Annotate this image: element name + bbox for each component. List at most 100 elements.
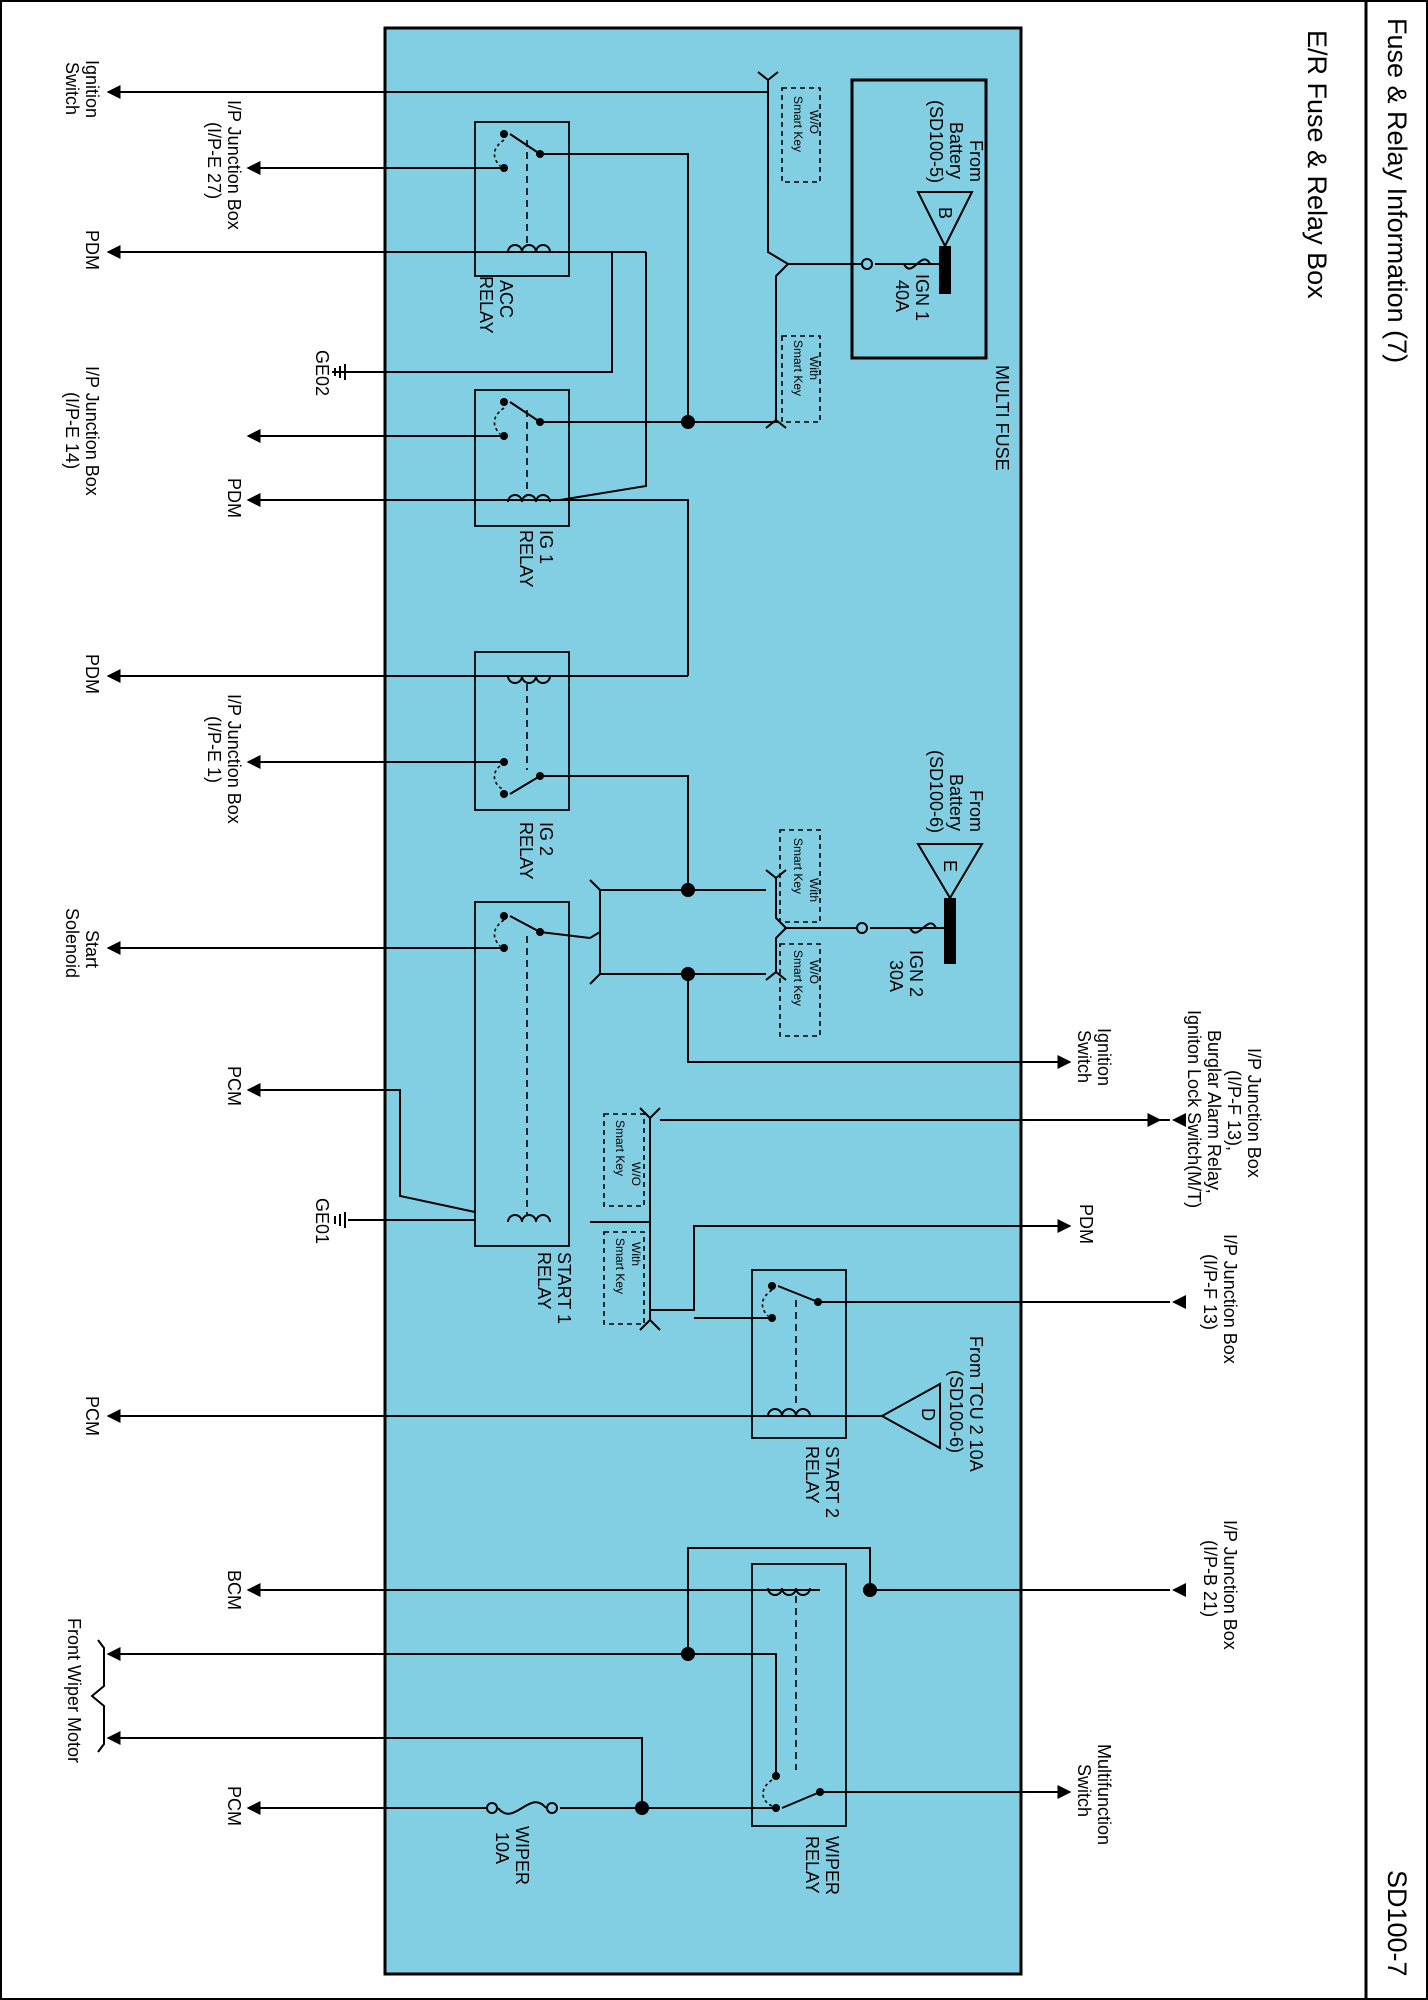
start-solenoid-2: Solenoid [62,908,82,978]
front-wiper-motor-brace [90,1639,105,1753]
ipe27-line-2: (I/P-E 27) [204,122,224,199]
ignition-switch-right-2: Switch [1074,1030,1094,1083]
acc-relay-label-1: ACC [496,280,516,318]
multifunction-switch-2: Switch [1074,1764,1094,1817]
battery-e-text-2: Battery [946,774,966,831]
battery-e-letter: E [940,860,960,872]
pdm-left-1: PDM [82,230,102,270]
tcu-letter: D [918,1408,938,1421]
junction-ig2-upper [681,883,695,897]
wiper-relay [751,1563,847,1827]
start1-relay-label-1: START 1 [554,1252,574,1324]
ipf13a-line-2: (I/P-F 13), [1224,1070,1244,1151]
ign1-rating: 40A [892,280,912,312]
ig2-relay-label-2: RELAY [516,822,536,880]
pdm-left-2: PDM [224,478,244,518]
ipb21-line-2: (I/P-B 21) [1200,1540,1220,1617]
battery-b-letter: B [935,207,955,219]
smart-key-with-box-1 [781,335,821,423]
tcu-text-1: From TCU 2 10A [966,1336,986,1472]
smart-key-wo-box-2 [779,943,821,1037]
smart-key-wo-3a: W/O [629,1162,643,1186]
page-subtitle: E/R Fuse & Relay Box [1302,30,1332,299]
battery-b-text-1: From [966,140,986,182]
pcm-left-3: PCM [224,1786,244,1826]
busbar-b [939,246,951,294]
ig2-relay [474,651,570,811]
start1-relay [474,901,570,1247]
smart-key-with-box-2 [779,829,821,923]
ig1-relay-label-1: IG 1 [536,530,556,564]
ignition-switch-left-2: Switch [62,62,82,115]
ipe14-line-2: (I/P-E 14) [62,392,82,469]
pcm-left-1: PCM [224,1066,244,1106]
battery-b-text-2: Battery [946,122,966,179]
ign2-name: IGN 2 [906,950,926,997]
wiper-relay-label-1: WIPER [822,1836,842,1895]
busbar-e [944,898,956,964]
smart-key-wo-2a: W/O [807,960,821,984]
ign1-name: IGN 1 [912,274,932,321]
ipf13b-line-1: I/P Junction Box [1220,1234,1240,1364]
battery-b-triangle [916,191,974,249]
ipf13a-line-4: Igniton Lock Switch(M/T) [1184,1010,1204,1208]
start2-relay-label-1: START 2 [822,1446,842,1518]
page-code: SD100-7 [1382,1870,1412,1977]
multi-fuse-box [850,78,988,360]
start-solenoid-1: Start [82,930,102,968]
smart-key-with-1b: Smart Key [791,340,805,396]
junction-wiper-fuse [635,1801,649,1815]
er-fuse-relay-box [383,26,1023,1976]
ig2-relay-label-1: IG 2 [536,822,556,856]
fuse-ign1 [903,258,931,270]
smart-key-wo-box-1 [781,87,821,183]
fuse-wiper [497,1801,547,1815]
wiper-relay-label-2: RELAY [802,1836,822,1894]
ign2-rating: 30A [886,960,906,992]
ge02-label: GE02 [312,350,332,396]
page-title: Fuse & Relay Information (7) [1382,18,1412,363]
bcm-label: BCM [224,1570,244,1610]
front-wiper-motor-label: Front Wiper Motor [64,1618,84,1763]
ipf13a-line-3: Burglar Alarm Relay, [1204,1030,1224,1194]
wiper-fuse-rating: 10A [492,1832,512,1864]
pcm-left-2: PCM [82,1396,102,1436]
ig1-relay [474,389,570,527]
battery-e-triangle [916,843,984,900]
battery-b-text-3: (SD100-5) [926,100,946,183]
acc-relay [474,121,570,277]
ipe14-line-1: I/P Junction Box [82,366,102,496]
smart-key-wo-1a: W/O [807,110,821,134]
start1-relay-label-2: RELAY [534,1252,554,1310]
tcu-triangle [879,1382,941,1450]
smart-key-wo-box-3 [603,1113,645,1207]
ig1-relay-label-2: RELAY [516,530,536,588]
smart-key-with-1a: With [807,356,821,380]
ipe1-line-1: I/P Junction Box [224,694,244,824]
smart-key-with-2b: Smart Key [791,838,805,894]
smart-key-with-3b: Smart Key [613,1238,627,1294]
smart-key-with-2a: With [807,878,821,902]
ipe1-line-2: (I/P-E 1) [204,716,224,783]
start2-relay-label-2: RELAY [802,1446,822,1504]
smart-key-with-3a: With [629,1242,643,1266]
wiper-fuse-name: WIPER [512,1826,532,1885]
ipf13b-line-2: (I/P-F 13) [1200,1254,1220,1330]
ipe27-line-1: I/P Junction Box [224,100,244,230]
ignition-switch-right-1: Ignition [1094,1028,1114,1086]
multi-fuse-label: MULTI FUSE [992,365,1012,471]
smart-key-wo-2b: Smart Key [791,950,805,1006]
ipb21-line-1: I/P Junction Box [1220,1520,1240,1650]
ge01-label: GE01 [312,1198,332,1244]
battery-e-text-1: From [966,790,986,832]
tcu-text-2: (SD100-6) [946,1370,966,1453]
smart-key-wo-3b: Smart Key [613,1120,627,1176]
start2-relay [751,1269,847,1439]
smart-key-wo-1b: Smart Key [791,96,805,152]
pdm-right: PDM [1076,1204,1096,1244]
pdm-left-3: PDM [82,654,102,694]
fuse-ign2 [909,922,937,934]
battery-e-text-3: (SD100-6) [926,750,946,833]
ipf13a-line-1: I/P Junction Box [1244,1048,1264,1178]
